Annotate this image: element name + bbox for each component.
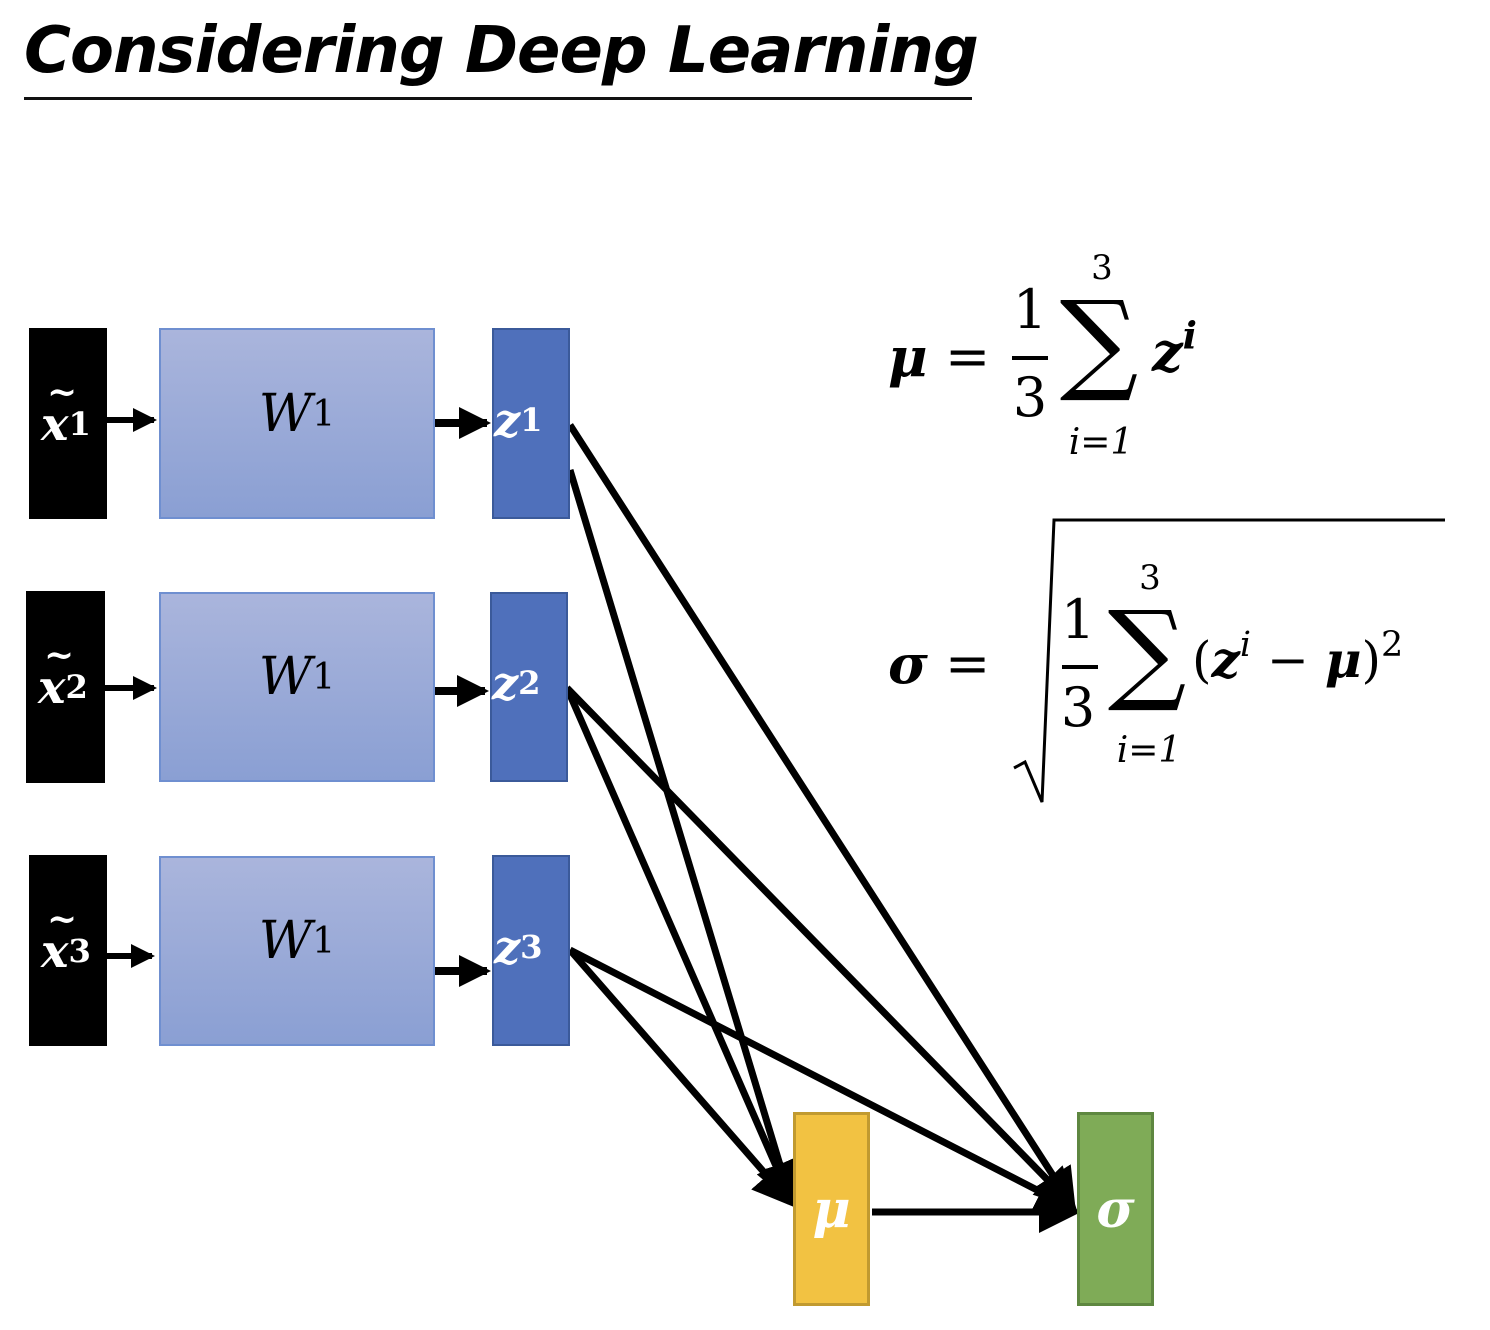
fraction-bar [1012, 356, 1048, 360]
arrow-z3-sigma [568, 946, 1079, 1212]
term-deviation: (zi − μ)2 [1192, 625, 1404, 690]
input-x3-label: x [41, 898, 78, 978]
title-underline [24, 97, 972, 100]
fraction-bar [1062, 665, 1098, 669]
term-z: zi [1152, 313, 1198, 384]
arrow-z2-mu [563, 686, 796, 1205]
input-x1-label: x [41, 371, 78, 451]
arrow-z1-mu [566, 468, 800, 1205]
sigma-node: σ [1077, 1112, 1154, 1306]
arrow-z1-sigma [567, 423, 1076, 1211]
arrow-z2-sigma [564, 685, 1077, 1211]
mu-node: μ [793, 1112, 870, 1306]
input-x3-node: x3 [29, 855, 107, 1046]
sigma-sum-symbol: ∑ [1107, 587, 1187, 715]
sigma-sum-symbol: ∑ [1059, 277, 1139, 405]
arrow-z3-mu [567, 947, 795, 1208]
slide-title: Considering Deep Learning [24, 14, 979, 88]
input-x2-label: x [38, 634, 75, 714]
input-x1-node: x1 [29, 328, 107, 519]
input-x2-node: x2 [26, 591, 105, 783]
input-to-weight-arrows [104, 407, 491, 987]
